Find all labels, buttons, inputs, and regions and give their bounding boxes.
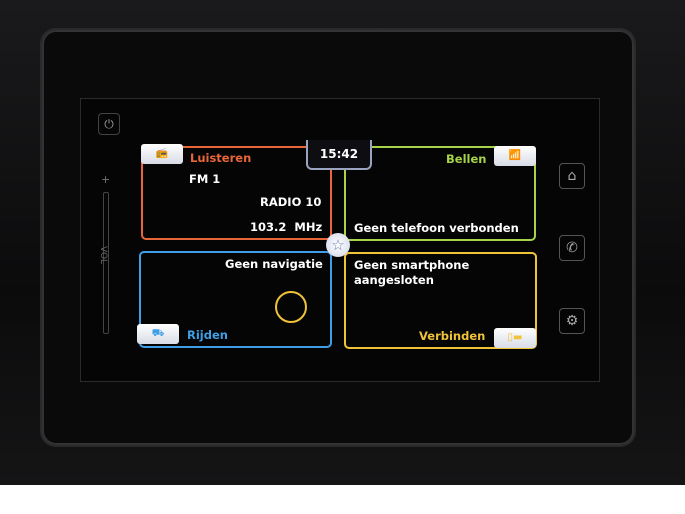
volume-label: VOL xyxy=(98,245,109,265)
smartphone-icon: ▯▬ xyxy=(494,328,536,348)
drive-panel[interactable] xyxy=(139,251,332,348)
connect-status-1: Geen smartphone xyxy=(354,258,470,272)
radio-band: FM 1 xyxy=(189,172,221,186)
phone-signal-icon: 📶 xyxy=(494,146,536,166)
connect-panel[interactable] xyxy=(344,252,537,349)
settings-button[interactable]: ⚙ xyxy=(559,308,585,334)
call-title: Bellen xyxy=(446,152,487,166)
home-button[interactable]: ⌂ xyxy=(559,163,585,189)
drive-title: Rijden xyxy=(187,328,228,342)
phone-button[interactable]: ✆ xyxy=(559,235,585,261)
road-icon: ⛟ xyxy=(137,324,179,344)
connect-status-2: aangesloten xyxy=(354,273,434,287)
connect-title: Verbinden xyxy=(419,329,486,343)
listen-title: Luisteren xyxy=(190,151,252,165)
clock: 15:42 xyxy=(306,140,372,170)
call-status: Geen telefoon verbonden xyxy=(354,221,519,235)
radio-frequency: 103.2 MHz xyxy=(250,220,323,234)
favorites-star-button[interactable]: ☆ xyxy=(326,233,350,257)
power-button[interactable]: ⏻ xyxy=(98,113,120,135)
radio-station: RADIO 10 xyxy=(260,195,322,209)
nav-status: Geen navigatie xyxy=(225,257,323,271)
volume-slider[interactable] xyxy=(103,192,109,334)
radio-icon: 📻 xyxy=(141,144,183,164)
call-panel[interactable] xyxy=(344,146,536,241)
listen-panel[interactable] xyxy=(141,146,332,240)
compass-icon xyxy=(275,291,307,323)
volume-plus[interactable]: + xyxy=(101,173,111,186)
